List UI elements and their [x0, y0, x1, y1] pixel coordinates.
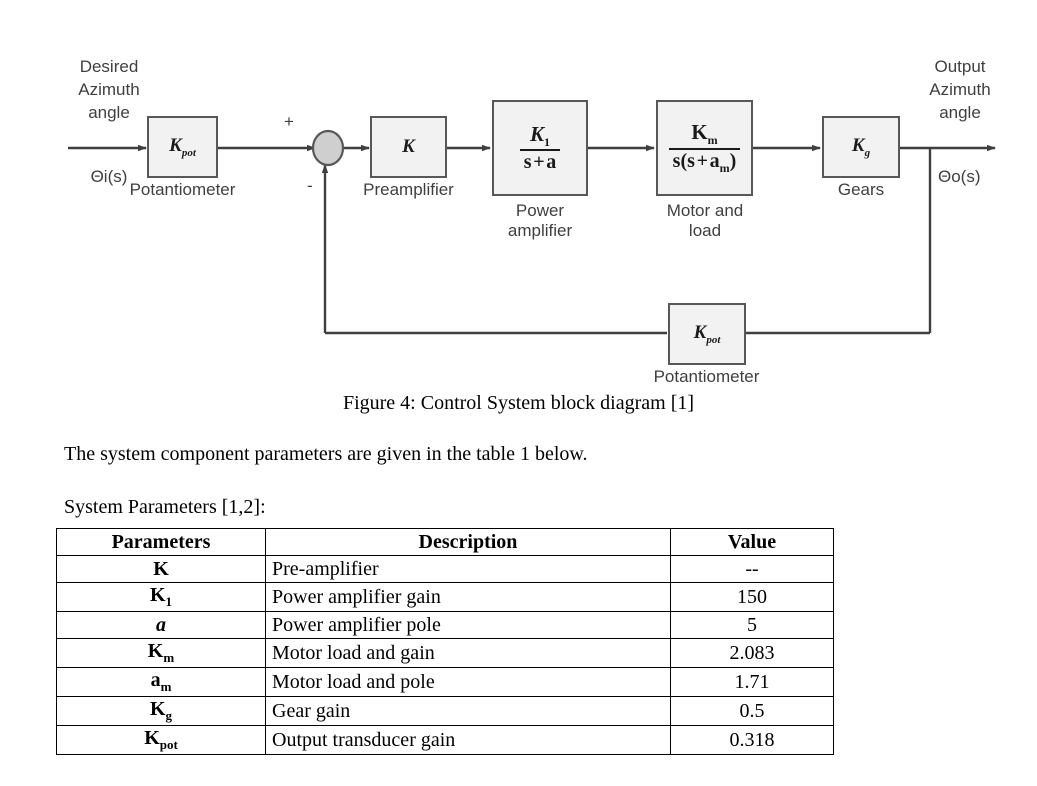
cell-parameter: K1	[56, 582, 266, 612]
caption-power-amplifier-line-2: amplifier	[507, 221, 573, 240]
caption-preamplifier: Preamplifier	[363, 180, 454, 199]
cell-value: 150	[670, 582, 834, 612]
block-input-potentiometer-symbol: Kpot	[169, 135, 196, 159]
caption-input-potentiometer: Potantiometer	[129, 180, 236, 199]
cell-value: 1.71	[670, 667, 834, 697]
block-preamplifier-symbol: K	[402, 136, 415, 157]
input-label-line-3: angle	[88, 102, 130, 122]
output-label-line-1: Output	[934, 57, 986, 76]
block-power-amplifier: K1 s + a	[492, 100, 588, 196]
cell-description: Motor load and gain	[265, 638, 671, 668]
output-signal-label: Θo(s)	[938, 167, 981, 186]
caption-motor-and-load: Motor and load	[650, 201, 760, 241]
cell-description: Gear gain	[265, 696, 671, 726]
diagram-wires	[68, 129, 996, 335]
block-preamplifier: K	[370, 116, 447, 178]
cell-description: Motor load and pole	[265, 667, 671, 697]
header-value: Value	[670, 528, 834, 556]
output-label-line-3: angle	[939, 102, 981, 122]
block-gears: Kg	[822, 116, 900, 178]
cell-description: Power amplifier gain	[265, 582, 671, 612]
input-azimuth-label: Desired Azimuth angle	[64, 56, 154, 125]
cell-parameter: am	[56, 667, 266, 697]
block-feedback-potentiometer-symbol: Kpot	[693, 322, 721, 346]
block-power-amplifier-transfer-function: K1 s + a	[519, 123, 561, 174]
intro-paragraph: The system component parameters are give…	[64, 443, 588, 465]
cell-parameter: Km	[56, 638, 266, 668]
block-gears-symbol: Kg	[851, 135, 871, 159]
cell-value: --	[670, 555, 834, 583]
output-label-line-2: Azimuth	[929, 79, 991, 99]
cell-value: 0.5	[670, 696, 834, 726]
control-system-block-diagram: Desired Azimuth angle Θi(s) Output Azimu…	[64, 56, 1010, 386]
caption-power-amplifier: Power amplifier	[490, 201, 590, 241]
block-feedback-potentiometer: Kpot	[668, 303, 746, 365]
table-header-row: Parameters Description Value	[56, 528, 834, 556]
block-motor-and-load-transfer-function: Km s(s + am)	[668, 121, 741, 174]
block-input-potentiometer: Kpot	[147, 116, 218, 178]
cell-value: 2.083	[670, 638, 834, 668]
cell-value: 5	[670, 611, 834, 639]
caption-power-amplifier-line-1: Power	[515, 201, 565, 220]
caption-motor-and-load-line-2: load	[688, 221, 722, 240]
cell-description: Pre-amplifier	[265, 555, 671, 583]
input-signal-label: Θi(s)	[90, 167, 128, 186]
table-heading: System Parameters [1,2]:	[64, 496, 266, 518]
cell-parameter: a	[56, 611, 266, 639]
input-label-line-1: Desired	[79, 57, 139, 76]
figure-caption: Figure 4: Control System block diagram […	[342, 392, 695, 414]
cell-parameter: Kg	[56, 696, 266, 726]
cell-parameter: Kpot	[56, 725, 266, 755]
summing-minus-sign: -	[307, 176, 313, 195]
caption-gears: Gears	[837, 180, 885, 199]
summing-junction	[311, 129, 345, 167]
cell-description: Power amplifier pole	[265, 611, 671, 639]
header-parameters: Parameters	[56, 528, 266, 556]
block-motor-and-load: Km s(s + am)	[656, 100, 753, 196]
cell-description: Output transducer gain	[265, 725, 671, 755]
input-label-line-2: Azimuth	[78, 79, 140, 99]
caption-motor-and-load-line-1: Motor and	[666, 201, 744, 220]
summing-plus-sign: +	[284, 112, 294, 131]
output-azimuth-label: Output Azimuth angle	[910, 56, 1010, 125]
caption-feedback-potentiometer: Potantiometer	[653, 367, 760, 386]
cell-value: 0.318	[670, 725, 834, 755]
cell-parameter: K	[56, 555, 266, 583]
header-description: Description	[265, 528, 671, 556]
